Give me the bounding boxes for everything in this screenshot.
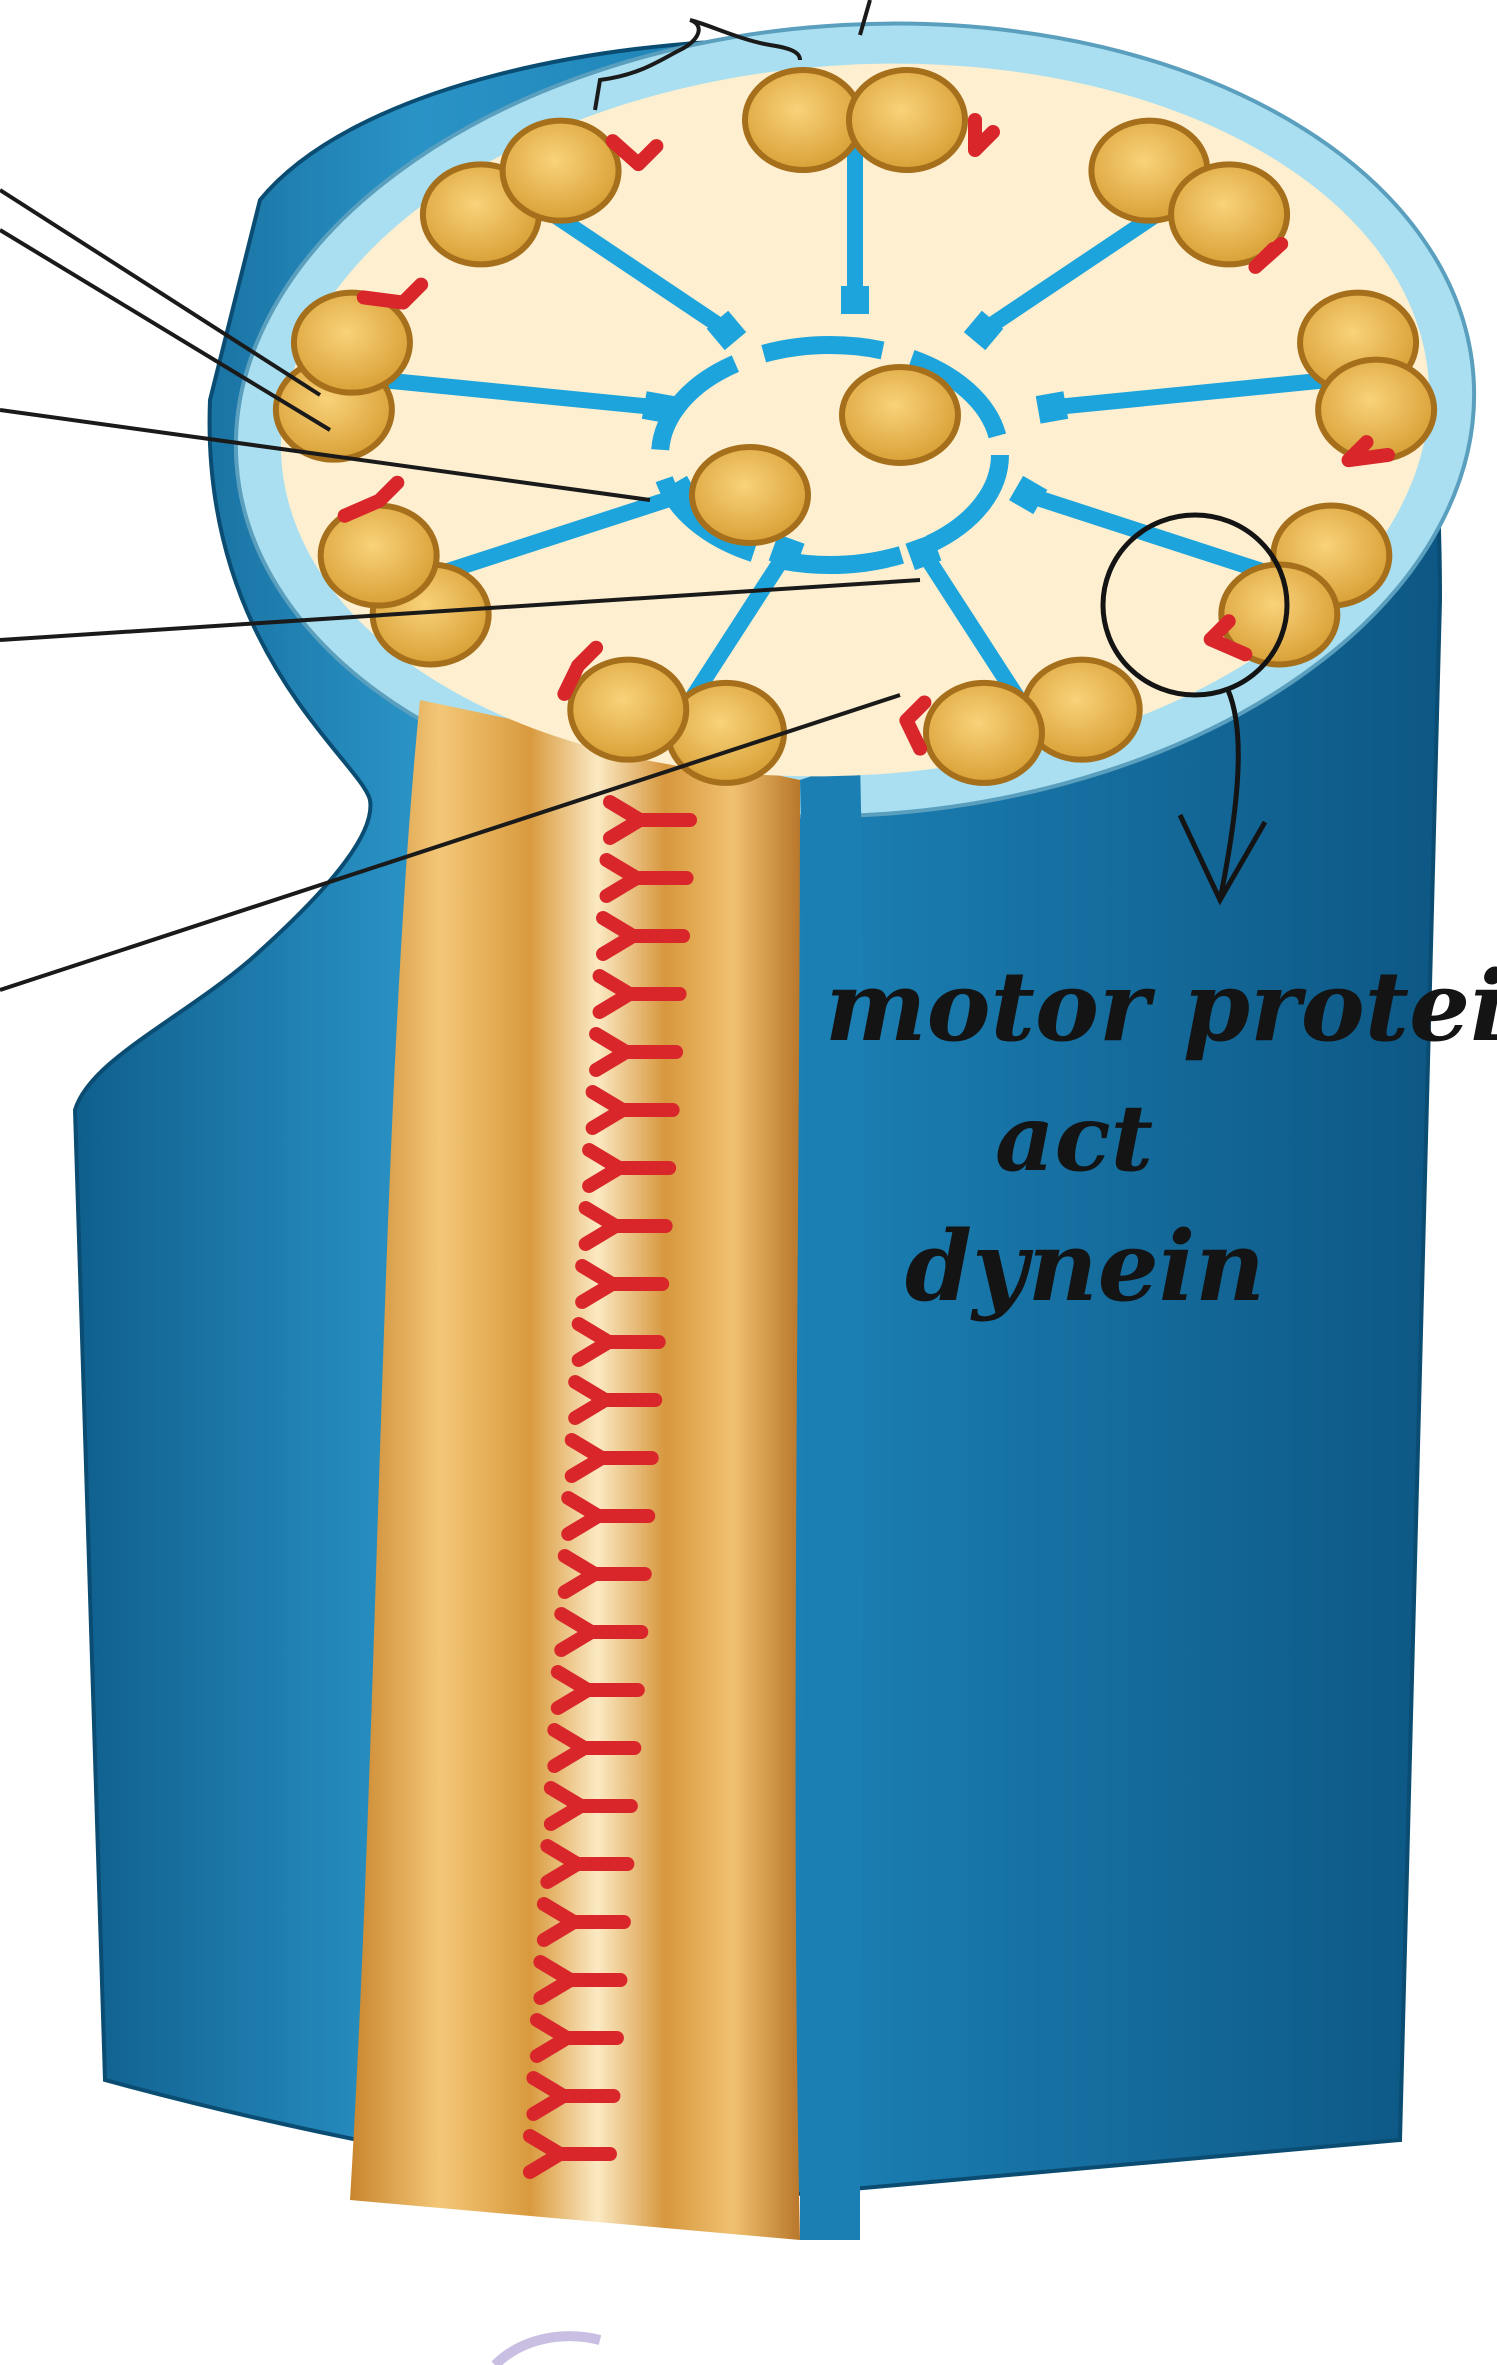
annotation-line-3: dynein — [905, 1210, 1265, 1323]
spoke-head-icon — [642, 391, 674, 423]
annotation-line-2: act — [995, 1084, 1153, 1192]
annotation-line-1: motor protein — [825, 950, 1497, 1063]
central-microtubule-right — [842, 367, 958, 463]
spoke-head-icon — [1036, 391, 1068, 423]
microtubule-doublet-icon — [849, 70, 965, 170]
spoke-head-icon — [841, 286, 869, 314]
microtubule-doublet-icon — [503, 121, 619, 221]
microtubule-doublet-icon — [745, 70, 861, 170]
central-microtubule-left — [692, 447, 808, 543]
microtubule-doublet-icon — [570, 660, 686, 760]
bottom-purple-curve — [495, 2336, 600, 2365]
microtubule-doublet-icon — [1318, 360, 1434, 460]
microtubule-doublet-icon — [926, 683, 1042, 783]
microtubule-doublet-icon — [321, 506, 437, 606]
